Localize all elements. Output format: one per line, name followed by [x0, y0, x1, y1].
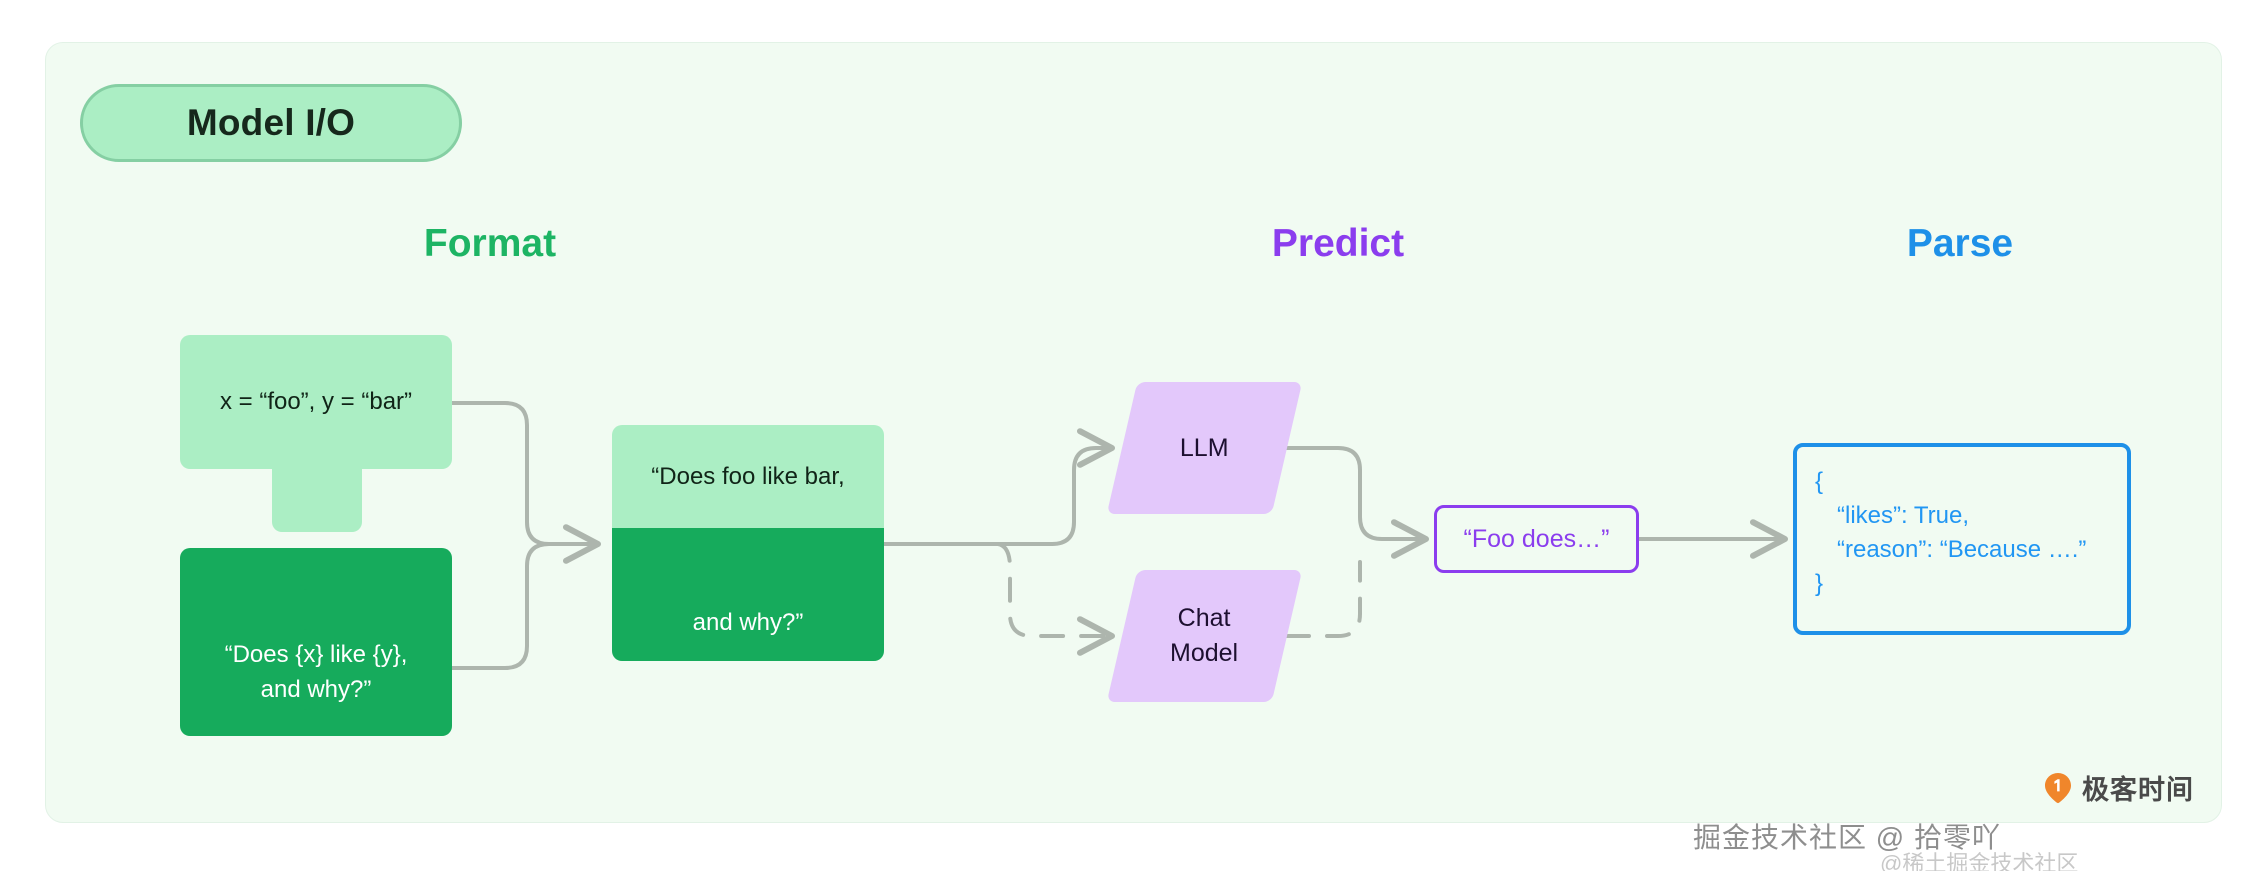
llm-node[interactable]: LLM: [1106, 382, 1303, 514]
prompt-template-block: “Does {x} like {y}, and why?”: [180, 548, 452, 736]
chat-model-line1: Chat: [1178, 604, 1231, 632]
llm-node-label: LLM: [1180, 433, 1229, 462]
json-line: }: [1815, 570, 1824, 598]
brand-logo: 极客时间: [2043, 768, 2194, 807]
merged-prompt-top: “Does foo like bar,: [612, 425, 884, 528]
brand-name: 极客时间: [2082, 775, 2194, 805]
model-io-badge: Model I/O: [80, 84, 462, 162]
variables-block-label: x = “foo”, y = “bar”: [219, 388, 413, 415]
json-line: {: [1815, 468, 1824, 495]
parsed-json-box: { “likes”: True, “reason”: “Because ….” …: [1793, 443, 2131, 635]
column-header-predict: Predict: [1271, 222, 1405, 265]
column-header-format: Format: [423, 222, 557, 265]
prompt-template-line1: “Does {x} like {y},: [224, 641, 408, 669]
column-header-parse: Parse: [1906, 222, 2014, 265]
merged-prompt-top-label: “Does foo like bar,: [651, 462, 845, 490]
json-line: “reason”: “Because ….”: [1837, 536, 2087, 564]
prediction-output-box: “Foo does…”: [1434, 505, 1639, 573]
chat-model-line2: Model: [1170, 639, 1239, 667]
watermark-sub: @稀土掘金技术社区: [1880, 851, 2079, 871]
json-line: “likes”: True,: [1837, 502, 1970, 530]
prompt-template-label: “Does {x} like {y}, and why?”: [225, 638, 408, 708]
watermark-main: 掘金技术社区 @ 拾零吖: [1693, 822, 2001, 853]
prompt-template-line2: and why?”: [260, 676, 372, 704]
merged-prompt-bottom: and why?”: [612, 528, 884, 661]
location-pin-icon: [2043, 772, 2073, 804]
variables-puzzle-tab: [272, 462, 362, 532]
variables-block: x = “foo”, y = “bar”: [180, 335, 452, 469]
model-io-badge-label: Model I/O: [186, 102, 356, 143]
merged-prompt-bottom-label: and why?”: [692, 609, 804, 636]
prediction-output-label: “Foo does…”: [1463, 524, 1610, 553]
